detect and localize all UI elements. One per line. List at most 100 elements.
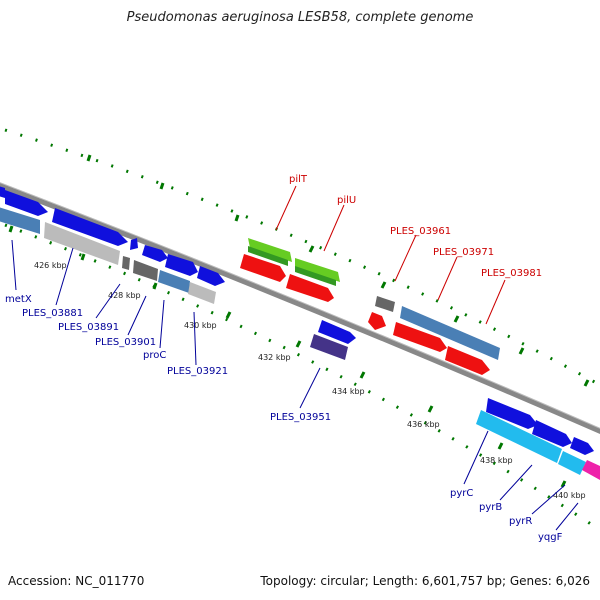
leader-line [55, 247, 74, 306]
gene-arrow[interactable] [248, 246, 288, 266]
leader-line [193, 311, 197, 366]
gene-label-pyrC[interactable]: pyrC [450, 488, 473, 499]
gene-arrow[interactable] [310, 334, 348, 360]
gene-arrow[interactable] [286, 274, 334, 302]
gene-arrow[interactable] [318, 320, 356, 344]
gene-label-pilU[interactable]: pilU [337, 195, 356, 206]
genome-backbone [0, 182, 600, 434]
reverse-strand-genes [0, 206, 600, 480]
gene-label-pyrB[interactable]: pyrB [479, 502, 502, 513]
major-tick [380, 281, 387, 289]
leader-line [159, 299, 165, 349]
gene-label-proC[interactable]: proC [143, 350, 166, 361]
leader-line [463, 430, 489, 485]
tick-label: 426 kbp [34, 261, 67, 270]
tick-label: 436 kbp [407, 420, 440, 429]
major-tick [560, 480, 567, 488]
major-tick [453, 315, 460, 323]
tick-label: 438 kbp [480, 456, 513, 465]
gene-arrow[interactable] [122, 256, 130, 270]
gene-arrow[interactable] [0, 206, 40, 234]
gene-arrow[interactable] [393, 322, 447, 352]
gene-label-ples-03891[interactable]: PLES_03891 [58, 322, 119, 333]
gene-arrow[interactable] [476, 410, 562, 463]
bottom-leader-lines [11, 239, 579, 531]
gene-arrow[interactable] [445, 346, 490, 375]
major-tick [8, 225, 14, 233]
gene-arrow[interactable] [368, 312, 386, 330]
gene-label-pilT[interactable]: pilT [289, 174, 308, 185]
accession-text: Accession: NC_011770 [8, 574, 145, 588]
leader-line [127, 295, 147, 336]
forward-strand-genes [0, 185, 594, 455]
gene-arrow[interactable] [375, 296, 395, 312]
gene-arrow[interactable] [570, 437, 594, 455]
tick-label: 432 kbp [258, 353, 291, 362]
gene-arrow[interactable] [52, 208, 128, 246]
gene-label-ples-03971[interactable]: PLES_03971 [433, 247, 494, 258]
leader-line [299, 367, 321, 409]
gene-arrow[interactable] [532, 420, 572, 447]
gene-label-ples-03901[interactable]: PLES_03901 [95, 337, 156, 348]
major-tick [359, 371, 366, 379]
tick-label: 440 kbp [553, 491, 586, 500]
gene-arrow[interactable] [582, 460, 600, 480]
gene-label-ples-03951[interactable]: PLES_03951 [270, 412, 331, 423]
gene-label-pyrR[interactable]: pyrR [509, 516, 532, 527]
gene-arrow[interactable] [558, 451, 586, 475]
gene-arrow[interactable] [165, 254, 198, 276]
genome-summary-text: Topology: circular; Length: 6,601,757 bp… [260, 574, 590, 588]
gene-arrow[interactable] [5, 190, 48, 216]
major-tick [497, 442, 504, 450]
major-tick [583, 379, 590, 387]
gene-arrow[interactable] [133, 260, 158, 281]
leader-line [531, 484, 566, 515]
leader-line [485, 279, 506, 325]
gene-arrow[interactable] [188, 282, 216, 304]
major-ticks [8, 154, 590, 488]
gene-arrow[interactable] [248, 238, 292, 262]
major-tick [152, 282, 158, 290]
major-tick [308, 245, 315, 253]
major-tick [234, 214, 240, 222]
leader-line [95, 283, 121, 319]
gene-arrow[interactable] [295, 266, 336, 286]
gene-arrow[interactable] [486, 398, 538, 429]
genome-backbone-highlight [0, 182, 600, 429]
gene-arrow[interactable] [0, 185, 5, 198]
major-tick [159, 182, 165, 190]
gene-arrow[interactable] [197, 266, 225, 286]
major-tick [86, 154, 92, 162]
gene-label-ples-03921[interactable]: PLES_03921 [167, 366, 228, 377]
gene-label-yqgF[interactable]: yqgF [538, 532, 563, 543]
gene-arrow[interactable] [130, 238, 138, 250]
leader-line [394, 234, 417, 282]
gene-arrow[interactable] [158, 270, 190, 293]
major-tick [427, 405, 434, 413]
major-tick [225, 311, 232, 319]
gene-arrow[interactable] [400, 306, 500, 360]
tick-label: 430 kbp [184, 321, 217, 330]
leader-line [11, 239, 17, 291]
gene-label-metX[interactable]: metX [5, 294, 32, 305]
gene-arrow[interactable] [240, 254, 286, 282]
gene-arrow[interactable] [44, 222, 120, 265]
top-leader-lines [275, 185, 506, 325]
tick-label: 428 kbp [108, 291, 141, 300]
gene-label-ples-03981[interactable]: PLES_03981 [481, 268, 542, 279]
leader-line [499, 464, 533, 501]
gene-label-ples-03961[interactable]: PLES_03961 [390, 226, 451, 237]
gene-arrow[interactable] [142, 245, 168, 262]
tick-label: 434 kbp [332, 387, 365, 396]
leader-line [323, 204, 345, 252]
gene-label-ples-03881[interactable]: PLES_03881 [22, 308, 83, 319]
major-tick [518, 347, 525, 355]
major-tick [80, 253, 86, 261]
leader-line [437, 256, 458, 301]
map-title: Pseudomonas aeruginosa LESB58, complete … [126, 10, 474, 25]
major-tick [295, 340, 302, 348]
gene-arrow[interactable] [295, 258, 340, 282]
leader-line [275, 185, 297, 231]
